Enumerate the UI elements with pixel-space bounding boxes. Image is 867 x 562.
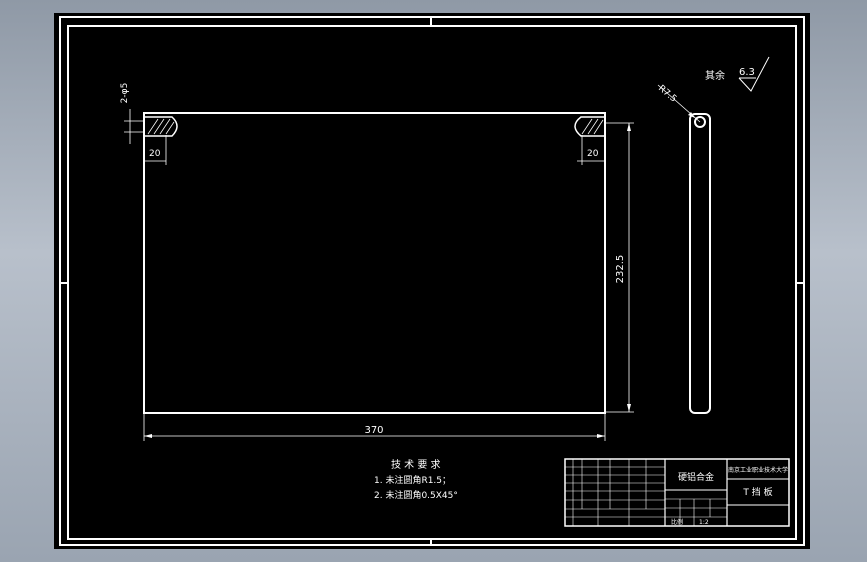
- dim-width: 370: [364, 425, 383, 436]
- roughness-symbol-icon: [738, 56, 770, 92]
- title-block-organization: 南京工业职业技术大学: [728, 466, 788, 474]
- dim-slot-depth: 2-φ5: [120, 83, 130, 104]
- dim-radius: R7.5: [656, 84, 678, 105]
- left-slot: [144, 116, 178, 137]
- tech-req-title: 技 术 要 求: [391, 458, 441, 471]
- tech-req-item: 1. 未注圆角R1.5；: [374, 474, 451, 486]
- roughness-value: 6.3: [739, 67, 755, 78]
- tech-req-item: 2. 未注圆角0.5X45°: [374, 489, 458, 501]
- title-block: 硬铝合金 南京工业职业技术大学 T 挡 板 比例 1:2: [564, 458, 790, 527]
- cad-drawing: 其余 6.3 2-φ5 20 20 232.5 370 R7.5: [59, 16, 805, 546]
- roughness-label: 其余: [705, 69, 725, 82]
- plate-side-view: [689, 113, 711, 414]
- title-block-part-name: T 挡 板: [742, 486, 772, 498]
- technical-requirements: 技 术 要 求 1. 未注圆角R1.5； 2. 未注圆角0.5X45°: [374, 458, 458, 501]
- right-slot: [574, 116, 605, 137]
- drawing-viewport[interactable]: 其余 6.3 2-φ5 20 20 232.5 370 R7.5: [54, 13, 810, 549]
- title-block-material: 硬铝合金: [678, 471, 714, 483]
- left-slot-hatch: [147, 118, 175, 135]
- side-hole: [694, 116, 706, 128]
- title-block-scale-value: 1:2: [699, 519, 709, 526]
- dim-right-offset: 20: [587, 149, 599, 159]
- dim-height: 232.5: [615, 255, 626, 284]
- title-block-scale-label: 比例: [671, 518, 683, 526]
- plate-front-view: [143, 112, 606, 414]
- right-slot-hatch: [581, 118, 604, 135]
- dim-left-offset: 20: [149, 149, 161, 159]
